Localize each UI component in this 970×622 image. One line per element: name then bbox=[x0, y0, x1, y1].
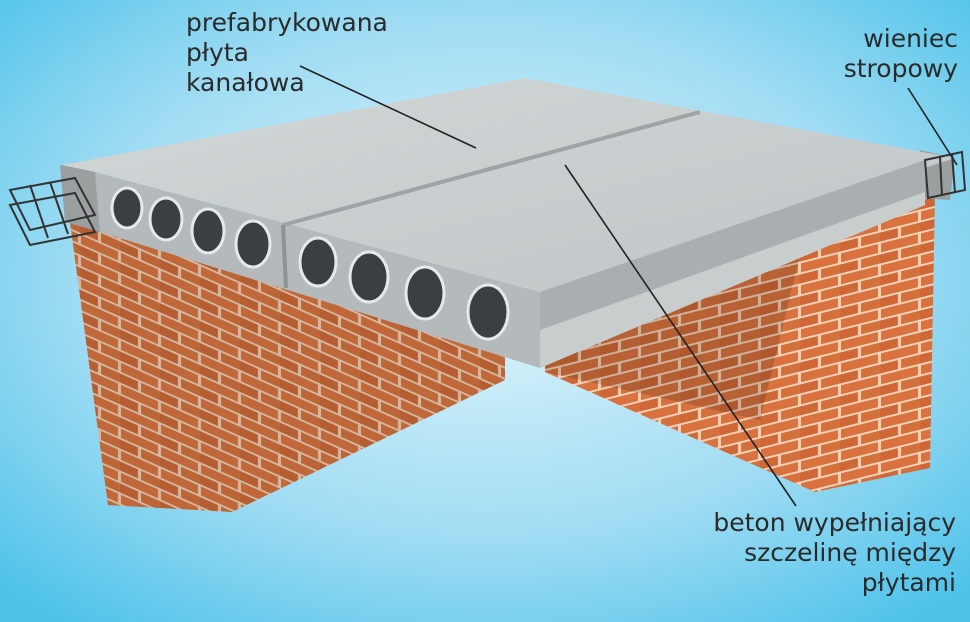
label-line: płyta bbox=[186, 38, 249, 67]
label-precast-hollow-core-slab: prefabrykowana płyta kanałowa bbox=[186, 8, 388, 98]
slab-joint bbox=[282, 110, 701, 227]
label-line: szczelinę między bbox=[744, 538, 956, 567]
slab-top bbox=[62, 78, 955, 292]
label-line: beton wypełniający bbox=[713, 508, 956, 537]
brick-wall-left bbox=[70, 222, 505, 512]
label-line: płytami bbox=[861, 568, 956, 597]
label-line: stropowy bbox=[843, 54, 958, 83]
label-line: kanałowa bbox=[186, 68, 305, 97]
brick-wall-right bbox=[545, 195, 935, 492]
label-joint-concrete: beton wypełniający szczelinę między płyt… bbox=[713, 508, 956, 598]
leader-lines bbox=[299, 65, 958, 507]
rebar-cage-left bbox=[8, 176, 97, 247]
slab-cores bbox=[110, 186, 510, 341]
hollow-core-slab bbox=[60, 78, 955, 368]
label-line: prefabrykowana bbox=[186, 8, 388, 37]
label-ring-beam: wieniec stropowy bbox=[844, 24, 958, 84]
label-line: wieniec bbox=[863, 24, 958, 53]
